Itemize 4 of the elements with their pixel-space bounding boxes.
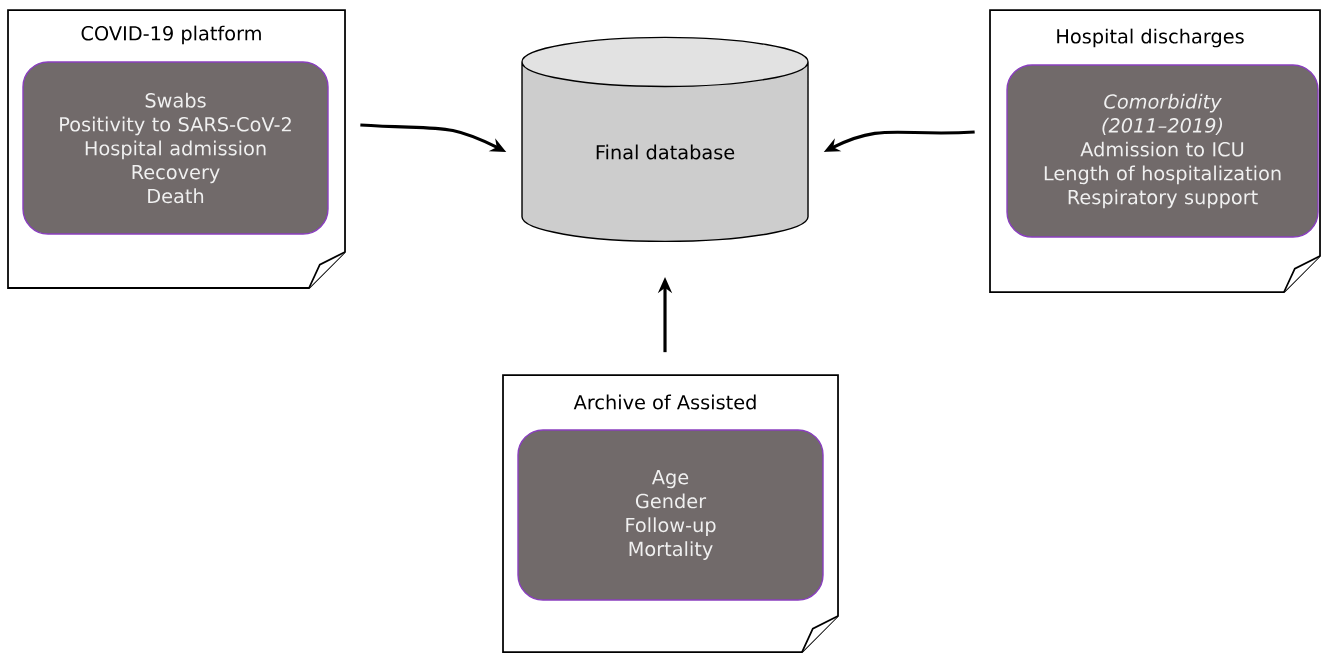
- rounded-box: Comorbidity (2011–2019) Admission to ICU Length of hospitalization Respiratory support: [1006, 64, 1319, 238]
- database-cylinder: Final database: [521, 36, 809, 243]
- rounded-box: Age Gender Follow-up Mortality: [517, 429, 824, 601]
- rounded-box: Swabs Positivity to SARS-CoV-2 Hospital admission Recovery Death: [22, 61, 329, 235]
